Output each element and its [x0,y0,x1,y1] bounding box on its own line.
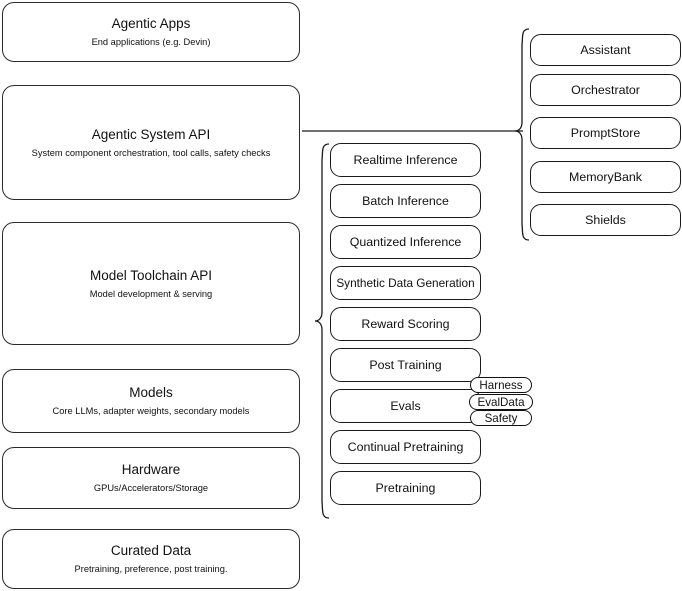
system-item-orchestrator[interactable]: Orchestrator [530,74,681,106]
toolchain-item-quantized-inference[interactable]: Quantized Inference [330,225,481,259]
toolchain-item-reward-scoring[interactable]: Reward Scoring [330,307,481,341]
stack-subtitle: End applications (e.g. Devin) [91,37,211,48]
toolchain-components-bracket [314,143,330,519]
toolchain-item-synthetic-data-generation[interactable]: Synthetic Data Generation [330,266,481,300]
system-item-shields[interactable]: Shields [530,204,681,236]
system-components-bracket [514,28,530,241]
system-item-promptstore[interactable]: PromptStore [530,117,681,149]
stack-title: Hardware [121,462,181,478]
stack-subtitle: System component orchestration, tool cal… [31,147,271,158]
stack-box-agentic-system-api[interactable]: Agentic System API System component orch… [2,85,300,200]
toolchain-item-batch-inference[interactable]: Batch Inference [330,184,481,218]
system-item-assistant[interactable]: Assistant [530,34,681,66]
stack-box-curated-data[interactable]: Curated Data Pretraining, preference, po… [2,529,300,589]
stack-title: Curated Data [110,543,192,559]
stack-subtitle: Pretraining, preference, post training. [74,564,228,575]
stack-title: Model Toolchain API [89,267,213,283]
stack-title: Agentic Apps [111,16,191,32]
stack-subtitle: Core LLMs, adapter weights, secondary mo… [52,406,250,417]
evals-chip-harness[interactable]: Harness [470,377,532,393]
stack-subtitle: Model development & serving [89,288,213,299]
stack-box-agentic-apps[interactable]: Agentic Apps End applications (e.g. Devi… [2,2,300,62]
stack-title: Models [129,385,173,401]
stack-title: Agentic System API [91,126,211,142]
stack-box-hardware[interactable]: Hardware GPUs/Accelerators/Storage [2,447,300,509]
toolchain-item-evals[interactable]: Evals [330,389,481,423]
system-item-memorybank[interactable]: MemoryBank [530,161,681,193]
evals-chip-evaldata[interactable]: EvalData [469,394,533,410]
stack-box-model-toolchain-api[interactable]: Model Toolchain API Model development & … [2,222,300,345]
toolchain-item-post-training[interactable]: Post Training [330,348,481,382]
toolchain-item-pretraining[interactable]: Pretraining [330,471,481,505]
toolchain-item-continual-pretraining[interactable]: Continual Pretraining [330,430,481,464]
stack-subtitle: GPUs/Accelerators/Storage [93,483,209,494]
stack-box-models[interactable]: Models Core LLMs, adapter weights, secon… [2,369,300,433]
toolchain-item-realtime-inference[interactable]: Realtime Inference [330,143,481,177]
evals-chip-safety[interactable]: Safety [470,410,532,426]
